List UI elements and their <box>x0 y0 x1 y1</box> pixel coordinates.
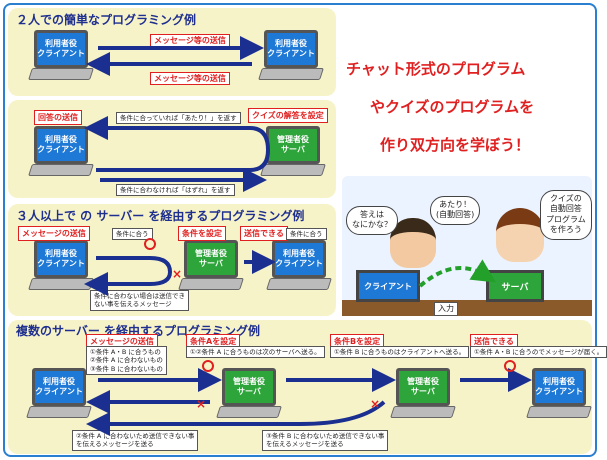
ok-mark <box>202 360 214 372</box>
page-frame <box>3 3 597 457</box>
client-screen-label: クライアント <box>364 281 412 291</box>
server-screen-label: 管理者役 サーバ <box>187 243 235 275</box>
condition-set-tag: 条件を設定 <box>178 226 226 241</box>
message-send-tag: メッセージの送信 <box>18 226 90 241</box>
ok-mark <box>504 360 516 372</box>
boy-figure <box>390 218 436 268</box>
client-screen-label: 利用者役 クライアント <box>267 33 315 65</box>
ok-mark <box>144 238 156 250</box>
catchphrase-line-2: やクイズのプログラムを <box>370 98 535 116</box>
ng-mark: × <box>370 397 380 411</box>
girl-speech-bubble: クイズの 自動回答 プログラム を作ろう <box>540 190 592 240</box>
client-screen-label: 利用者役 クライアント <box>535 371 583 403</box>
loop-arrow <box>84 256 173 296</box>
server-screen-label: 管理者役 サーバ <box>399 371 447 403</box>
client-screen-label: 利用者役 クライアント <box>35 371 83 403</box>
server-screen-label: 管理者役 サーバ <box>225 371 273 403</box>
fail-note: 条件に合わない場合は送信でき ない事を伝えるメッセージ <box>90 290 189 311</box>
server-screen-label: サーバ <box>501 282 529 293</box>
condition-a-note: ①②条件 A に合うものは次のサーバへ送る。 <box>186 346 325 359</box>
can-send-note: ①条件 A・B に合うのでメッセージが届く。 <box>470 346 607 359</box>
client-screen-label: 利用者役 クライアント <box>275 243 323 275</box>
input-label: 入力 <box>434 302 458 317</box>
send-conditions-note: ①条件 A・B に合うもの ②条件 A に合わないもの ③条件 B に合わないも… <box>86 346 167 376</box>
condition-note-2: 条件に合う <box>286 228 327 241</box>
answer-send-tag: 回答の送信 <box>34 110 82 125</box>
panel3-title: ３人以上で の サーバー を経由するプログラミング例 <box>16 209 305 223</box>
boy-speech-bubble: 答えは なにかな？ <box>346 206 398 235</box>
client-screen-label: 利用者役 クライアント <box>37 33 85 65</box>
ng-mark: × <box>196 397 206 411</box>
catchphrase-line-1: チャット形式のプログラム <box>346 60 526 78</box>
client-screen-label: 利用者役 クライアント <box>37 129 85 161</box>
input-arrow <box>418 259 497 288</box>
catchphrase-line-3: 作り双方向を学ぼう！ <box>380 136 531 154</box>
loop-arrow <box>84 116 271 172</box>
fail-b-note: ③条件 B に合わないため送信できない事 を伝えるメッセージを送る <box>262 430 389 451</box>
answer-speech-bubble: あたり！ (自動回答) <box>430 196 481 225</box>
girl-figure <box>496 208 544 262</box>
return-arrow <box>86 400 386 436</box>
match-note: 条件に合っていれば「あたり！」を返す <box>116 112 241 125</box>
panel1-title: ２人での簡単なプログラミング例 <box>16 13 197 27</box>
quiz-answer-set-tag: クイズの解答を設定 <box>248 108 328 123</box>
ng-mark: × <box>172 267 182 281</box>
can-send-tag: 送信できる <box>240 226 288 241</box>
client-laptop-illustration: クライアント <box>356 270 420 302</box>
desk <box>342 300 592 316</box>
condition-note: 条件に合う <box>112 228 153 241</box>
client-screen-label: 利用者役 クライアント <box>37 243 85 275</box>
server-screen-label: 管理者役 サーバ <box>269 129 317 161</box>
nomatch-note: 条件に合わなければ「はずれ」を返す <box>116 184 235 197</box>
message-send-label-return: メッセージ等の送信 <box>150 72 230 85</box>
condition-b-note: ①条件 B に合うものはクライアントへ送る。 <box>330 346 470 359</box>
server-laptop-illustration: サーバ <box>486 270 544 302</box>
